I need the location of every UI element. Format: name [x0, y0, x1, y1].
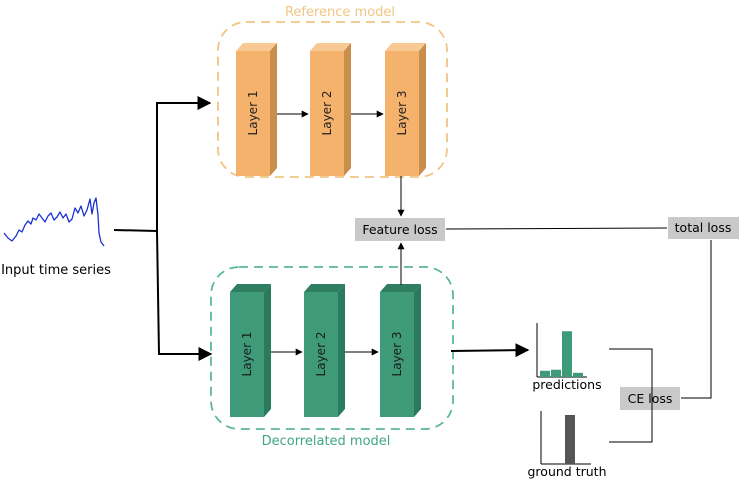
predictions-label: predictions	[532, 377, 601, 392]
decorrelated-layer-3-label: Layer 3	[390, 332, 404, 377]
ground-truth-chart	[540, 411, 591, 465]
ce-loss-label: CE loss	[628, 391, 673, 406]
decorrelated-layer-3: Layer 3	[380, 284, 421, 417]
predictions-bar-2	[551, 369, 561, 377]
feature-to-total-line	[445, 227, 668, 230]
predictions-bar-3	[562, 331, 572, 377]
predictions-chart	[536, 323, 587, 378]
input-signal	[3, 197, 105, 247]
reference-layer-2-label: Layer 2	[320, 91, 334, 136]
reference-layer-2: Layer 2	[310, 43, 351, 176]
ground-truth-bar-3	[565, 415, 575, 464]
predictions-bar-4	[573, 372, 583, 377]
decorrelated-layer-2: Layer 2	[304, 284, 345, 417]
reference-layer-1-label: Layer 1	[246, 91, 260, 136]
ground-truth-label: ground truth	[528, 464, 607, 479]
input-label: Input time series	[1, 263, 111, 278]
feature-loss-box	[355, 218, 445, 241]
total-loss-label: total loss	[675, 220, 732, 235]
total-loss-box	[668, 217, 739, 239]
decorrelated-layer-2-label: Layer 2	[314, 332, 328, 377]
input-line	[113, 229, 158, 232]
decorrelated-layer-1: Layer 1	[230, 284, 271, 417]
feature-loss-label: Feature loss	[362, 222, 437, 237]
ce-loss-box	[620, 387, 680, 410]
reference-layer-1: Layer 1	[236, 43, 277, 176]
arrow-to-decorrelated	[156, 230, 213, 361]
decorrelated-layer-1-label: Layer 1	[240, 332, 254, 377]
reference-layer-3-label: Layer 3	[395, 91, 409, 136]
decorrelated-model-title: Decorrelated model	[262, 434, 391, 449]
reference-layer-3: Layer 3	[385, 43, 426, 176]
predictions-bar-1	[540, 370, 550, 377]
ce-loss-bracket	[609, 348, 653, 443]
ce-to-total-line	[681, 240, 712, 399]
arrow-to-predictions	[450, 343, 530, 358]
arrow-to-reference	[156, 96, 212, 231]
reference-model-title: Reference model	[285, 5, 395, 20]
